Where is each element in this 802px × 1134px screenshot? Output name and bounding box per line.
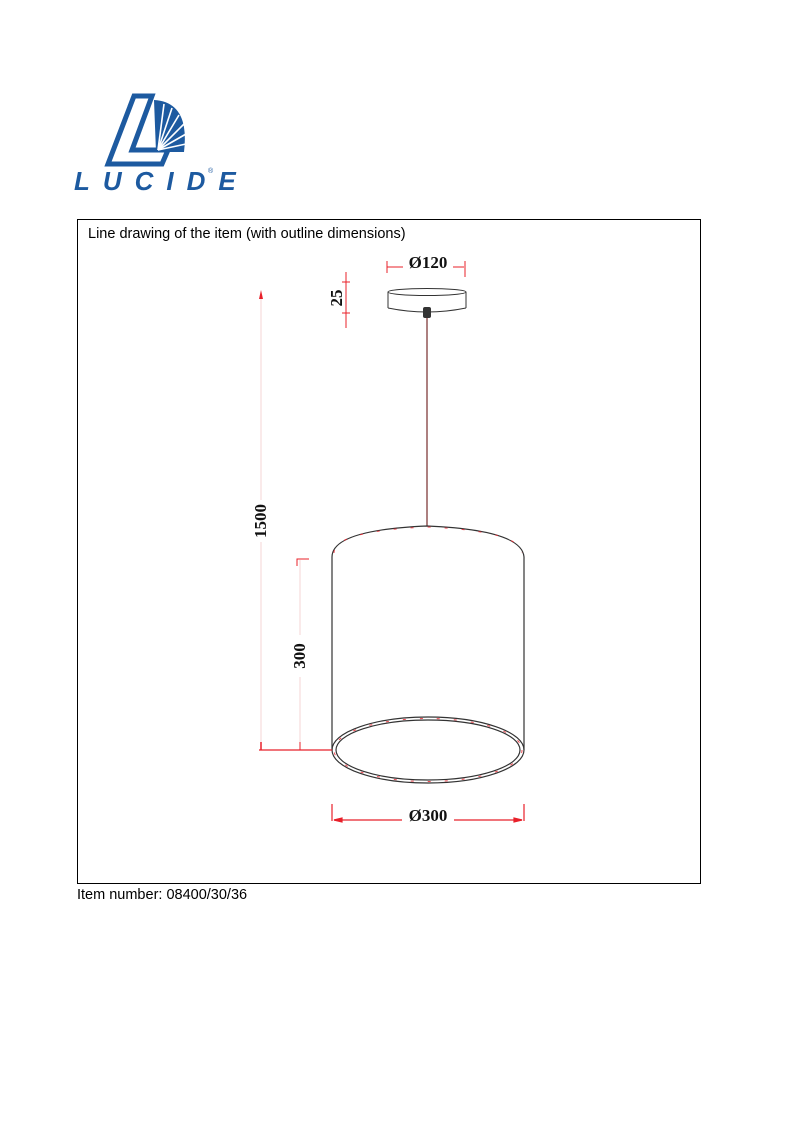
dim-canopy-height	[342, 272, 350, 328]
shade-diameter-label: Ø300	[409, 806, 448, 825]
canopy-height-label: 25	[327, 290, 346, 307]
total-height-label: 1500	[251, 504, 270, 538]
shade	[331, 525, 525, 784]
line-drawing-frame: Line drawing of the item (with outline d…	[77, 219, 701, 884]
item-number: Item number: 08400/30/36	[77, 887, 248, 903]
pendant-lamp-drawing: Ø120 25 1500 300	[248, 253, 525, 825]
cord-grip	[423, 307, 431, 318]
registered-mark: ®	[208, 168, 214, 175]
frame-title: Line drawing of the item (with outline d…	[88, 226, 406, 242]
shade-height-label: 300	[290, 643, 309, 669]
canopy-diameter-label: Ø120	[409, 253, 448, 272]
logo-wordmark: LUCIDE	[74, 166, 249, 196]
logo-emblem-icon	[104, 93, 187, 167]
